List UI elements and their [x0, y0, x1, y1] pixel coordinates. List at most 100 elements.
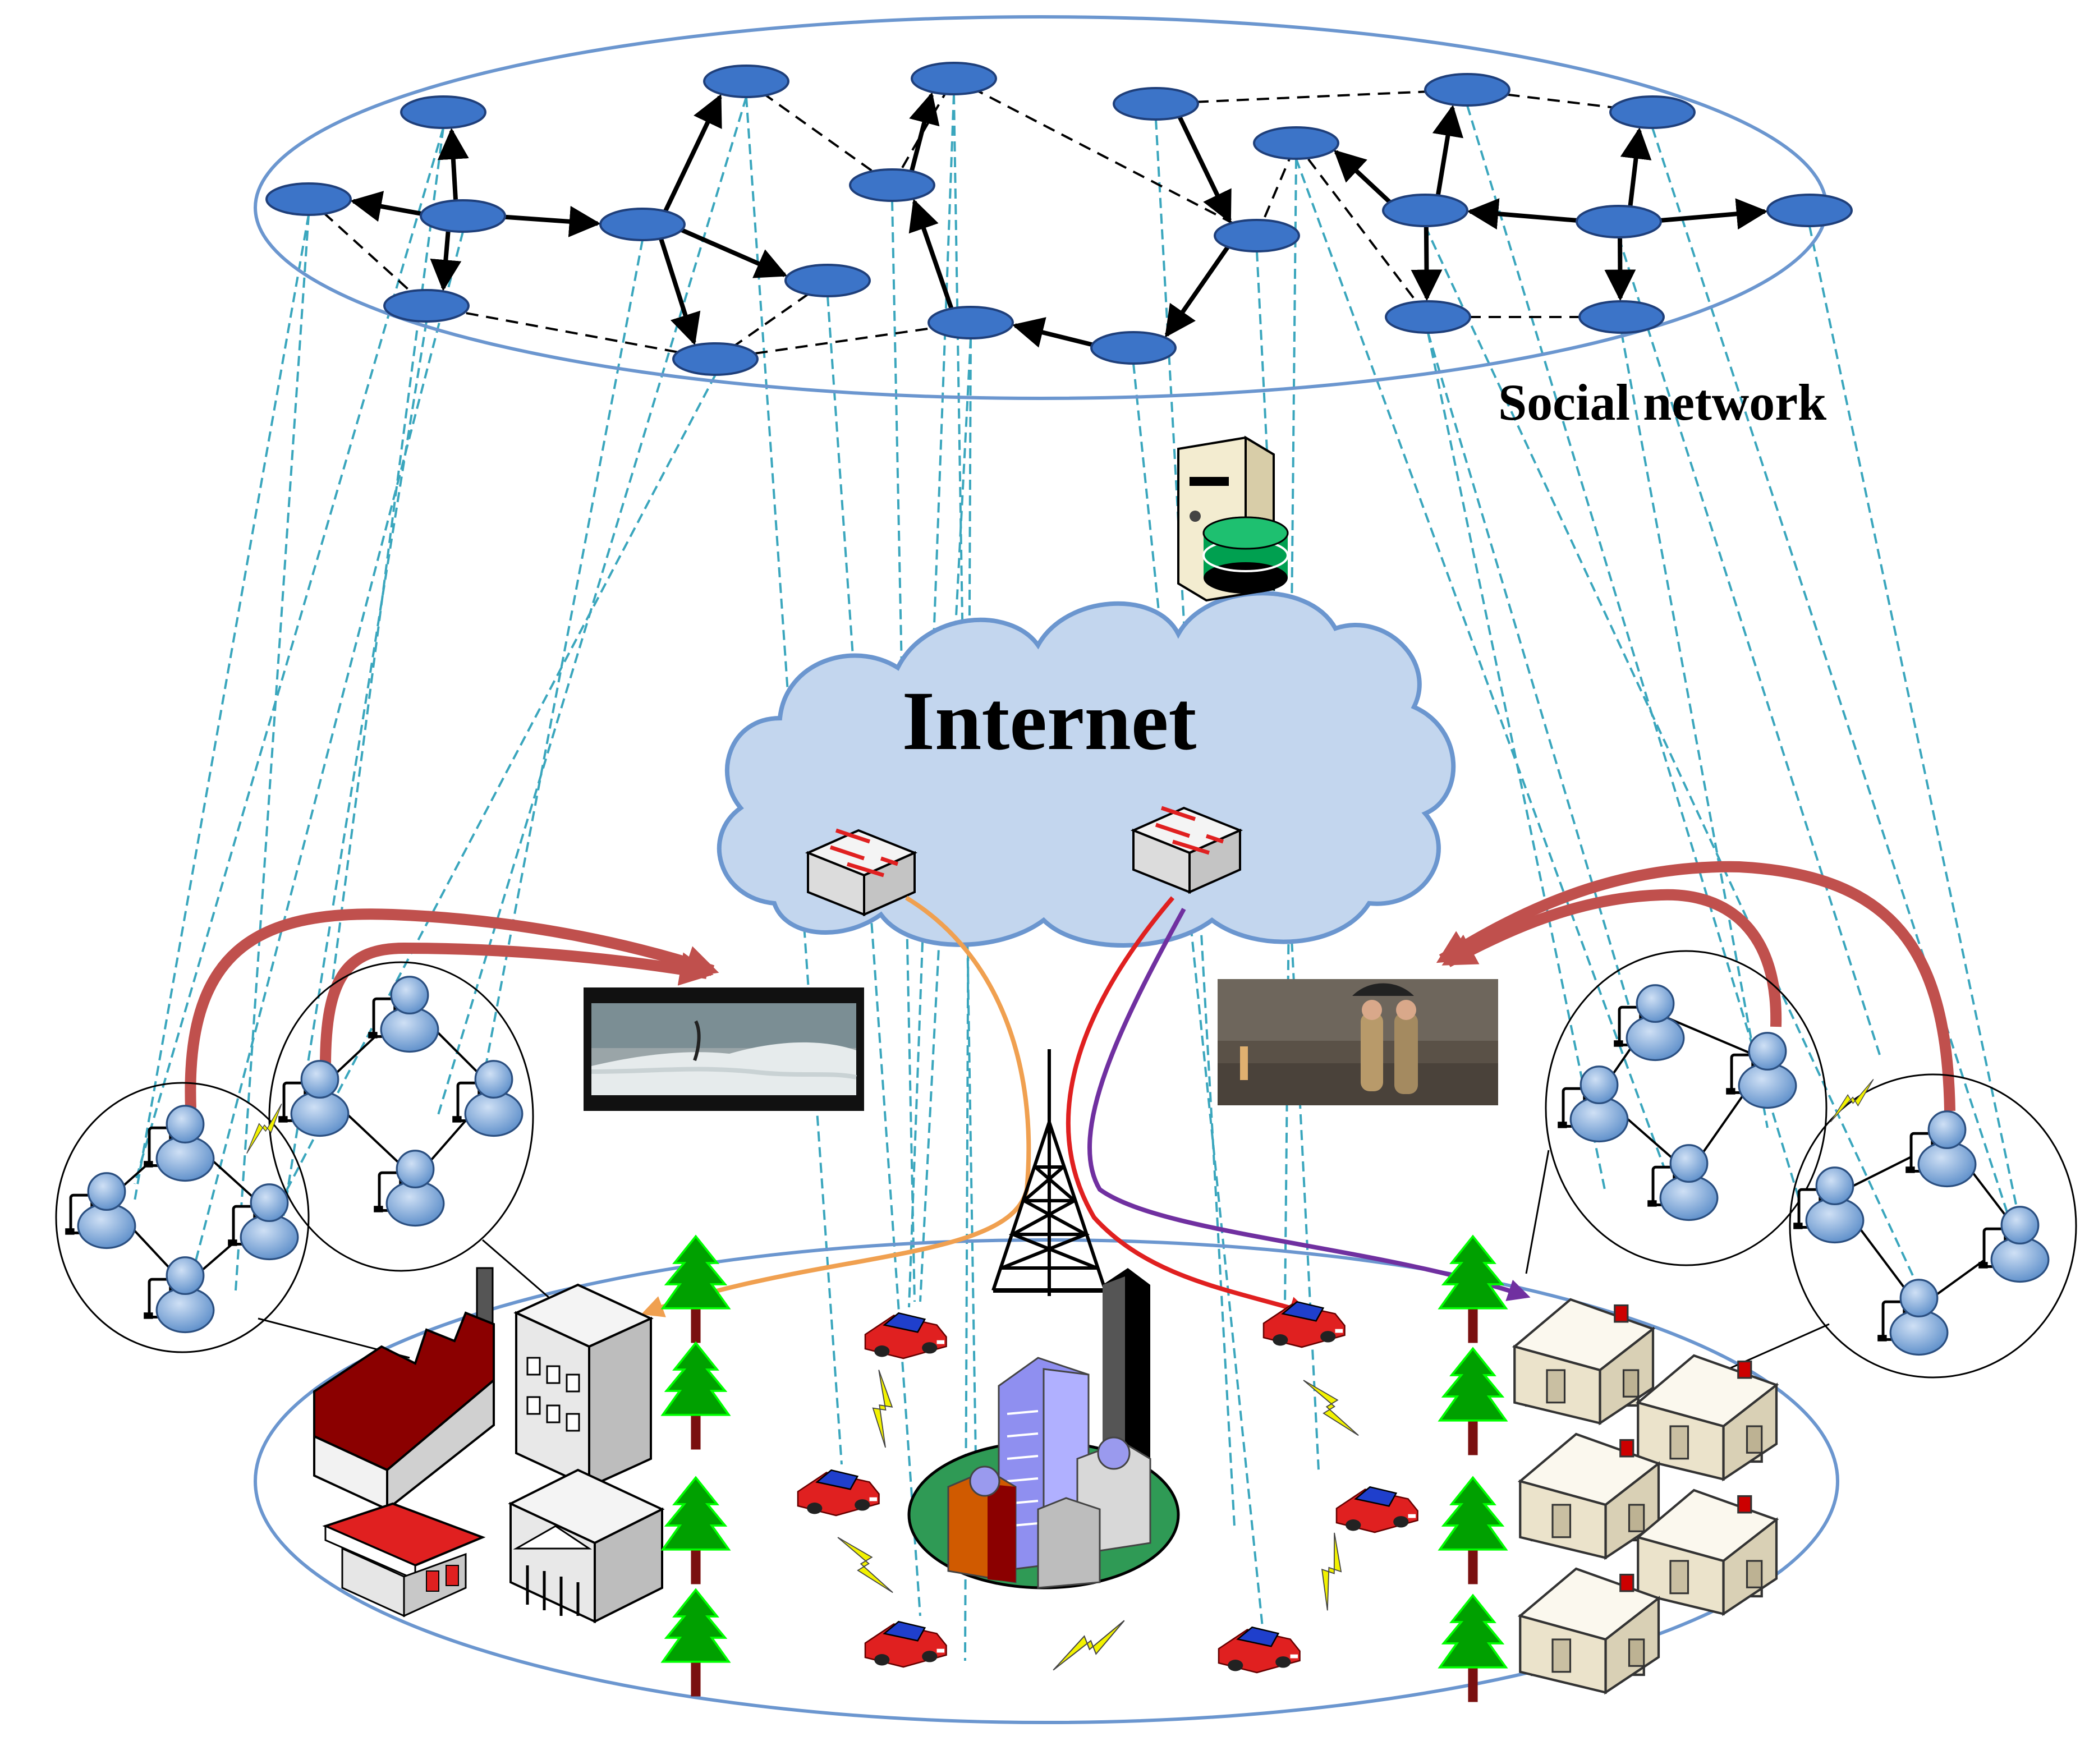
car-icon: [797, 1469, 880, 1517]
user-device-icon: [1558, 1067, 1628, 1142]
social-nodes: [265, 62, 1853, 376]
tree-icon: [1439, 1235, 1507, 1344]
video-thumbnail-icon: [1218, 979, 1498, 1105]
router-link-red: [1066, 896, 1312, 1319]
social-follow-edge: [502, 205, 601, 237]
projection-line: [481, 240, 644, 1083]
bank-icon: [508, 1468, 665, 1624]
social-follow-edge: [350, 191, 425, 222]
social-follow-edge: [663, 94, 722, 212]
user-device-icon: [374, 1151, 444, 1226]
social-tie: [307, 198, 428, 307]
factory-icon: [313, 1267, 495, 1512]
social-tie: [715, 321, 971, 360]
social-node: [265, 182, 352, 216]
social-node: [420, 199, 506, 233]
projection-line: [1808, 226, 2021, 1224]
social-node: [1214, 219, 1300, 252]
car-icon: [864, 1620, 947, 1668]
social-follow-edge: [1333, 149, 1392, 205]
social-follow-edge: [1432, 104, 1464, 195]
projection-line: [1427, 332, 1640, 1039]
social-tie: [745, 80, 893, 186]
social-follow-edge: [1411, 227, 1443, 301]
user-device-icon: [1978, 1207, 2049, 1282]
social-tie: [1155, 89, 1468, 105]
user-device-icon: [1877, 1280, 1948, 1355]
social-follow-edge: [1620, 127, 1652, 206]
tree-icon: [1439, 1476, 1507, 1586]
social-follow-edge: [430, 231, 462, 292]
projection-line: [1427, 332, 1606, 1190]
social-follow-edge: [1657, 198, 1768, 230]
social-network-label: Social network: [1498, 374, 1827, 431]
tree-icon: [662, 1342, 730, 1451]
social-node: [1578, 300, 1665, 334]
social-follow-edge: [1164, 245, 1230, 338]
share-arrow-left-outer: [185, 908, 719, 1109]
social-tie: [1295, 142, 1429, 318]
user-device-icon: [1647, 1145, 1718, 1220]
user-device-icon: [368, 977, 438, 1052]
tree-icon: [1439, 1594, 1507, 1703]
projection-line: [134, 214, 310, 1201]
tree-icon: [662, 1476, 730, 1586]
lightning-link-icon: [854, 1369, 911, 1448]
social-node: [927, 306, 1014, 339]
social-node: [400, 95, 486, 129]
server-database-icon: [1177, 435, 1289, 602]
social-node: [703, 65, 789, 98]
projection-line: [827, 296, 921, 1616]
car-icon: [1335, 1486, 1418, 1533]
social-follow-edge: [659, 238, 701, 346]
social-node: [911, 62, 997, 95]
user-device-icon: [1793, 1168, 1863, 1243]
social-follow-edge: [437, 127, 469, 200]
social-node: [672, 342, 759, 376]
projection-line: [1295, 158, 1673, 1190]
social-follow-edge: [909, 92, 940, 172]
social-node: [849, 168, 935, 202]
gas-station-icon: [322, 1502, 486, 1618]
user-device-icon: [1726, 1033, 1796, 1108]
social-node: [1766, 194, 1853, 227]
projection-line: [1618, 237, 1881, 1055]
social-follow-edge: [908, 199, 954, 309]
tree-icon: [662, 1588, 730, 1698]
social-follow-edge: [1012, 317, 1095, 348]
downtown-skyscrapers-icon: [907, 1268, 1180, 1590]
lightning-link-icon: [1046, 1620, 1132, 1671]
projection-line: [1620, 332, 1769, 1128]
lightning-link-icon: [837, 1526, 894, 1605]
social-node: [1382, 194, 1468, 227]
tree-icon: [1439, 1347, 1507, 1457]
router-link-purple: [1087, 908, 1531, 1301]
social-follow-edge: [679, 227, 788, 278]
social-node: [1424, 73, 1510, 107]
houses: [1514, 1299, 1776, 1693]
user-device-icon: [1614, 985, 1684, 1060]
car-icon: [1218, 1626, 1301, 1674]
social-node: [599, 208, 686, 241]
social-node: [383, 289, 470, 323]
projection-line: [184, 231, 464, 1302]
projection-line: [1466, 105, 1802, 1207]
video-thumbnail-icon: [584, 987, 864, 1111]
projection-line: [1424, 226, 1931, 1313]
lightning-link-icon: [1298, 1532, 1363, 1611]
projection-line: [268, 374, 717, 1224]
physical-layer-ellipse: [254, 1238, 1839, 1724]
projection-line: [919, 338, 972, 1302]
projection-line: [1651, 127, 2015, 1235]
social-node: [784, 264, 871, 297]
cell-tower-icon: [991, 1049, 1107, 1296]
office-building-icon: [513, 1283, 654, 1489]
social-follow-edge: [1177, 116, 1232, 224]
social-node: [1609, 95, 1696, 129]
social-tie: [953, 77, 1257, 237]
social-node: [1113, 87, 1199, 121]
car-icon: [1262, 1301, 1346, 1348]
lightning-link-icon: [1303, 1368, 1360, 1448]
projection-line: [235, 214, 310, 1291]
